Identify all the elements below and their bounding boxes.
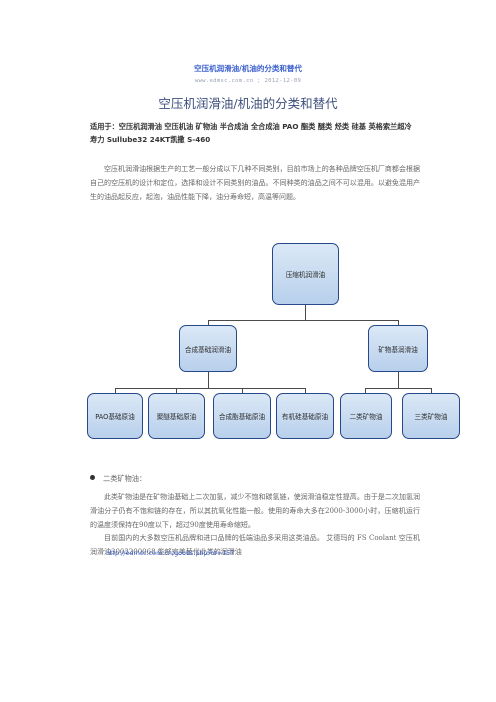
applies-to: 适用于：空压机润滑油 空压机油 矿物油 半合成油 全合成油 PAO 酯类 醚类 … [90, 122, 412, 144]
org-node-silicone: 有机硅基础原油 [276, 393, 334, 439]
connector [365, 388, 432, 389]
connector [365, 388, 366, 393]
connector [208, 320, 398, 321]
org-node-synthetic: 合成基础润滑油 [179, 325, 237, 372]
org-node-class3: 三类矿物油 [402, 393, 460, 439]
intro-paragraph: 空压机润滑油根据生产的工艺一般分成以下几种不同类别，目前市场上的各种品牌空压机厂… [90, 165, 420, 201]
org-node-ester: 合成酯基础原油 [213, 393, 271, 439]
connector [176, 388, 177, 393]
org-node-polyether: 聚醚基础原油 [148, 393, 205, 439]
product-link[interactable]: http://edmsc.com.cn/goods.php?id=157 [106, 549, 235, 557]
connector [305, 305, 306, 320]
connector [115, 388, 116, 393]
connector [398, 320, 399, 325]
bullet-item: 二类矿物油： [90, 474, 146, 484]
bullet-heading: 二类矿物油： [103, 474, 147, 483]
org-chart: 压缩机润滑油 合成基础润滑油 矿物基润滑油 PAO基础原油 聚醚基础原油 合成酯… [87, 243, 460, 439]
connector [115, 388, 305, 389]
connector [431, 388, 432, 393]
bullet-dot [90, 475, 95, 480]
connector [398, 372, 399, 388]
domestic-paragraph: 目前国内的大多数空压机品牌和进口品牌的低端油品多采用这类油品。 艾德玛的 FS … [90, 534, 420, 556]
connector [242, 388, 243, 393]
org-node-pao: PAO基础原油 [87, 393, 143, 439]
bullet-body: 此类矿物油是在矿物油基础上二次加氢，减少不饱和碳氢链，使润滑油稳定性提高。由于是… [90, 493, 420, 529]
connector [305, 388, 306, 393]
site-meta: www.edmsc.com.cn ; 2012-12-09 [194, 78, 302, 84]
connector [208, 372, 209, 388]
org-node-root: 压缩机润滑油 [272, 243, 339, 305]
article-title: 空压机润滑油/机油的分类和替代 [158, 96, 338, 111]
site-title: 空压机润滑油/机油的分类和替代 [194, 64, 302, 73]
org-node-class2: 二类矿物油 [340, 393, 392, 439]
org-node-mineral: 矿物基润滑油 [368, 325, 428, 372]
connector [208, 320, 209, 325]
